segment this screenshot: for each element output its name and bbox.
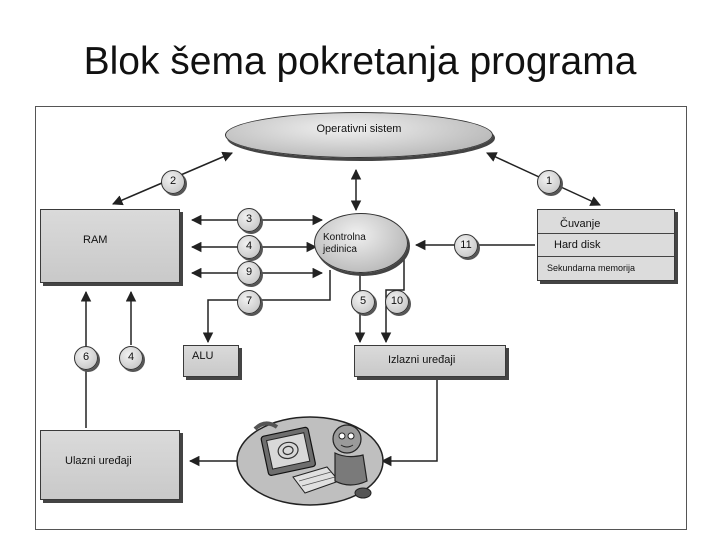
- step-circle-7: 7: [237, 290, 261, 314]
- ram-label: RAM: [83, 234, 108, 246]
- step-circle-3: 3: [237, 208, 261, 232]
- step-circle-1: 1: [537, 170, 561, 194]
- storage-subtitle: Sekundarna memorija: [547, 263, 636, 273]
- slide-title: Blok šema pokretanja programa: [83, 40, 637, 83]
- swoosh-icon: [253, 421, 279, 431]
- step-circle-6: 4: [237, 235, 261, 259]
- step-circle-2: 2: [161, 170, 185, 194]
- step-circle-4: 5: [351, 290, 375, 314]
- input-devices-label: Ulazni uređaji: [65, 455, 132, 467]
- arrow-output-to-user: [380, 380, 438, 467]
- step-circle-5: 6: [74, 346, 98, 370]
- storage-device-label: Hard disk: [554, 239, 601, 251]
- operating-system-label: Operativni sistem: [316, 123, 402, 135]
- storage-title: Čuvanje: [560, 218, 601, 230]
- control-unit-ellipse: Kontrolna jedinica: [314, 213, 408, 273]
- control-unit-label: Kontrolna jedinica: [323, 232, 366, 255]
- person-icon: [332, 424, 372, 499]
- step-circle-6b: 4: [119, 346, 143, 370]
- operating-system-ellipse: Operativni sistem: [225, 112, 493, 158]
- output-devices-label: Izlazni uređaji: [388, 354, 456, 366]
- step-circle-9: 9: [237, 261, 261, 285]
- storage-divider-2: [538, 256, 674, 257]
- step-circle-10: 10: [385, 290, 409, 314]
- storage-divider-1: [538, 233, 674, 234]
- output-devices-box: Izlazni uređaji: [354, 345, 506, 377]
- storage-box: Čuvanje Hard disk Sekundarna memorija: [537, 209, 675, 281]
- step-circle-11: 11: [454, 234, 478, 258]
- input-devices-box: Ulazni uređaji: [40, 430, 180, 500]
- monitor-icon: [260, 426, 316, 476]
- alu-label: ALU: [192, 350, 214, 362]
- ram-box: RAM: [40, 209, 180, 283]
- user-illustration: [236, 416, 384, 506]
- arrow-control-to-alu: [202, 270, 331, 344]
- alu-box: ALU: [183, 345, 239, 377]
